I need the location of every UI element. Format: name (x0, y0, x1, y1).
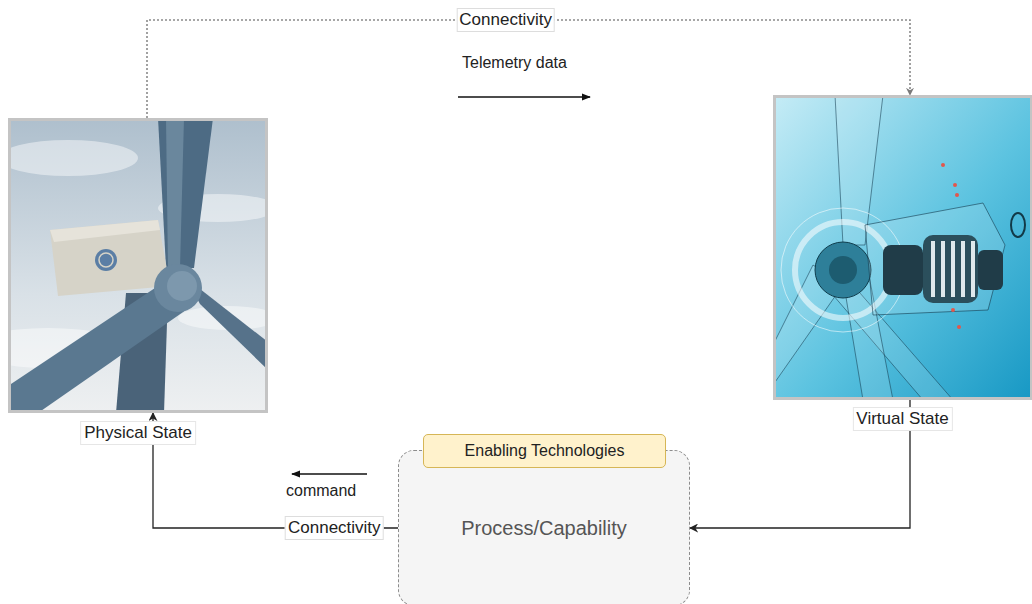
process-text: Process/Capability (461, 517, 627, 540)
connectivity-label: Connectivity (456, 8, 555, 32)
state-caption: Virtual State (852, 407, 952, 431)
direction-arrow (458, 96, 590, 97)
label-holder: Telemetry data (462, 54, 567, 72)
caption-holder: Physical State (80, 421, 196, 445)
flow-label: Telemetry data (462, 54, 567, 72)
virtual-asset-picture: Virtual State (773, 95, 1032, 400)
label-holder: command (286, 482, 356, 500)
tab-heading: Enabling Technologies (465, 442, 625, 460)
technology-tab: Enabling Technologies (423, 434, 666, 468)
flow-label: command (286, 482, 356, 500)
process-box: Process/CapabilityEnabling Technologies (398, 450, 690, 604)
digital-twin-render (773, 95, 1032, 400)
direction-arrow (292, 473, 367, 474)
state-caption: Physical State (80, 421, 196, 445)
turbine-photo (8, 118, 268, 413)
caption-holder: Virtual State (852, 407, 952, 431)
edge-label-holder: Connectivity (285, 516, 384, 540)
connectivity-label: Connectivity (285, 516, 384, 540)
edge-label-holder: Connectivity (456, 8, 555, 32)
physical-asset-picture: Physical State (8, 118, 268, 413)
